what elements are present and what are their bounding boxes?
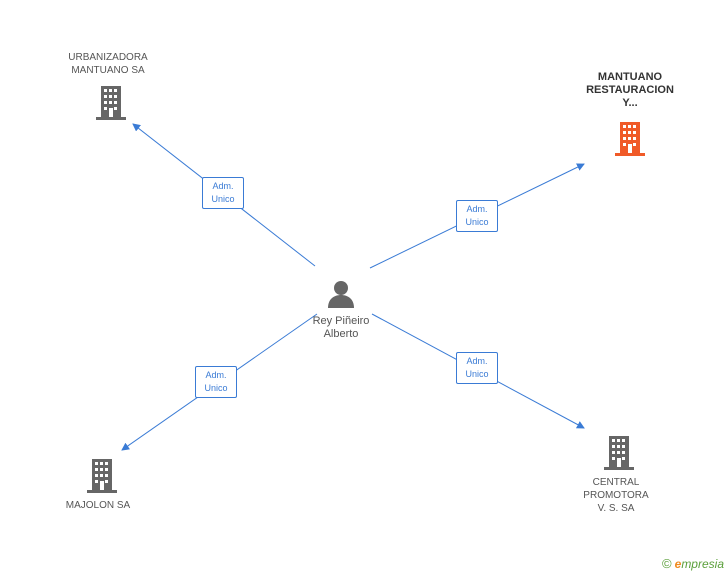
- person-icon: [328, 281, 354, 308]
- relation-label-central[interactable]: Adm. Unico: [456, 352, 498, 384]
- company-name-line: CENTRAL: [592, 477, 640, 488]
- company-label-mantuano[interactable]: MANTUANO RESTAURACION Y...: [572, 71, 688, 110]
- relation-role-detail: Unico: [465, 369, 489, 379]
- company-name-line: URBANIZADORA: [68, 52, 148, 63]
- company-name-line: Y...: [622, 97, 638, 109]
- company-name-line: V. S. SA: [597, 503, 635, 514]
- relation-role: Adm.: [205, 370, 227, 380]
- building-icon[interactable]: [87, 459, 117, 493]
- relation-role-detail: Unico: [204, 383, 228, 393]
- relation-role: Adm.: [212, 181, 234, 191]
- person-name: Rey Piñeiro: [312, 315, 370, 327]
- relation-role: Adm.: [466, 356, 488, 366]
- empresia-logo: ©empresia: [662, 556, 724, 571]
- company-label-central[interactable]: CENTRAL PROMOTORA V. S. SA: [562, 476, 670, 515]
- person-surname: Alberto: [323, 328, 359, 340]
- company-name-line: MANTUANO: [597, 71, 663, 83]
- company-name-line: PROMOTORA: [583, 490, 649, 501]
- building-icon[interactable]: [96, 86, 126, 120]
- relation-label-urbanizadora[interactable]: Adm. Unico: [202, 177, 244, 209]
- brand-name: mpresia: [681, 557, 724, 571]
- brand-initial: e: [674, 557, 682, 571]
- company-name-line: RESTAURACION: [586, 84, 674, 96]
- building-icon[interactable]: [604, 436, 634, 470]
- relation-label-mantuano[interactable]: Adm. Unico: [456, 200, 498, 232]
- relation-role-detail: Unico: [465, 217, 489, 227]
- copyright-symbol: ©: [662, 556, 672, 571]
- company-label-urbanizadora[interactable]: URBANIZADORA MANTUANO SA: [50, 51, 166, 77]
- building-icon[interactable]: [615, 122, 645, 156]
- company-name-line: MANTUANO SA: [71, 65, 145, 76]
- relation-role: Adm.: [466, 204, 488, 214]
- company-label-majolon[interactable]: MAJOLON SA: [44, 499, 152, 512]
- relation-role-detail: Unico: [211, 194, 235, 204]
- relation-label-majolon[interactable]: Adm. Unico: [195, 366, 237, 398]
- person-node[interactable]: Rey Piñeiro Alberto: [300, 280, 382, 344]
- company-name-line: MAJOLON SA: [65, 500, 131, 511]
